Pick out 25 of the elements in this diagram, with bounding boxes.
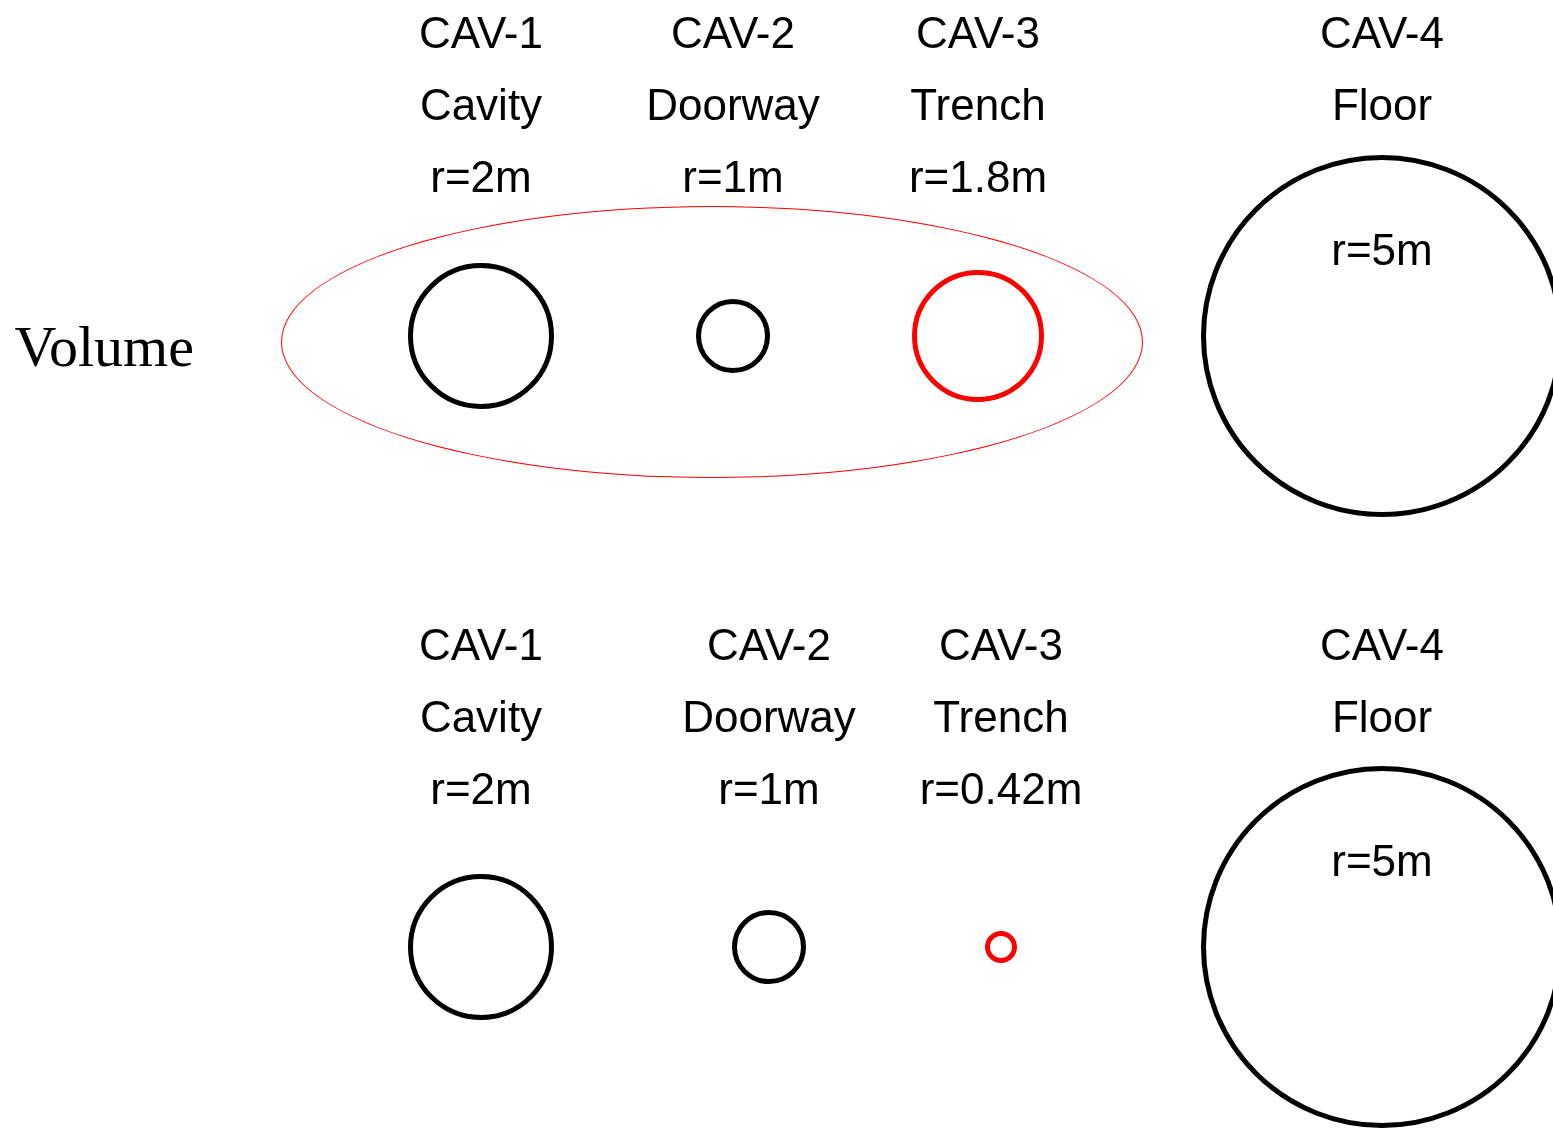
- radius-label: r=5m: [1331, 228, 1433, 272]
- radius-label: r=1.8m: [908, 155, 1048, 199]
- cavity-name: Trench: [933, 695, 1069, 739]
- cavity-id: CAV-4: [1320, 623, 1444, 667]
- cavity-id: CAV-4: [1320, 11, 1444, 55]
- cavity-id: CAV-2: [707, 623, 831, 667]
- cavity-id: CAV-1: [419, 623, 543, 667]
- cavity-id: CAV-1: [419, 11, 543, 55]
- radius-label: r=1m: [718, 767, 820, 811]
- radius-label: r=2m: [430, 767, 532, 811]
- cavity-id: CAV-2: [671, 11, 795, 55]
- side-label: Volume: [14, 317, 194, 376]
- cavity-name: Cavity: [419, 695, 543, 739]
- radius-label: r=0.42m: [919, 767, 1083, 811]
- cavity-id: CAV-3: [916, 11, 1040, 55]
- radius-label: r=5m: [1331, 839, 1433, 883]
- radius-label: r=2m: [430, 155, 532, 199]
- cavity-name: Doorway: [646, 83, 820, 127]
- cavity-name: Doorway: [682, 695, 856, 739]
- cavity-name: Trench: [910, 83, 1046, 127]
- radius-label: r=1m: [682, 155, 784, 199]
- cavity-id: CAV-3: [939, 623, 1063, 667]
- cavity-name: Floor: [1331, 695, 1433, 739]
- cavity-name: Floor: [1331, 83, 1433, 127]
- cavity-name: Cavity: [419, 83, 543, 127]
